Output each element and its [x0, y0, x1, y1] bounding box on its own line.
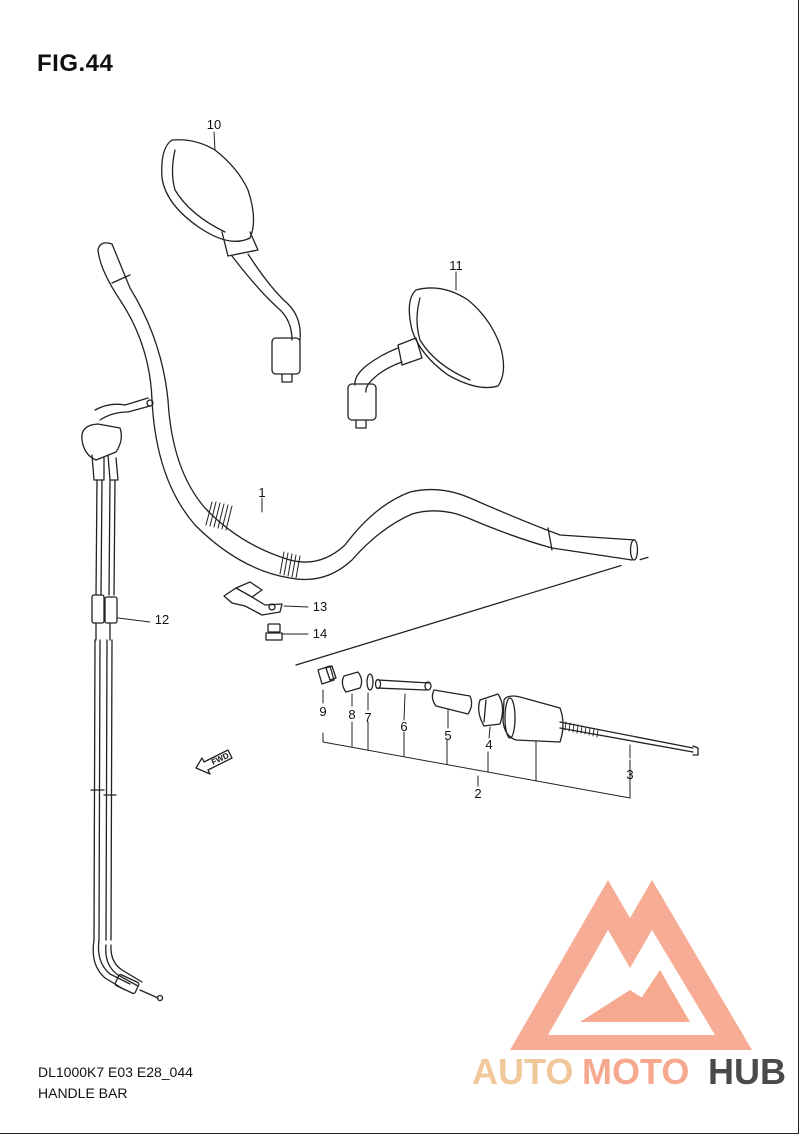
clamp — [223, 581, 283, 616]
watermark-moto: MOTO — [582, 1051, 689, 1092]
callout-numbers: 1 2 3 4 5 6 7 8 9 10 11 12 13 14 — [155, 117, 634, 801]
callout-4: 4 — [485, 737, 492, 752]
callout-7: 7 — [364, 710, 371, 725]
callout-10: 10 — [207, 117, 221, 132]
callout-6: 6 — [400, 719, 407, 734]
watermark-auto: AUTO — [472, 1051, 573, 1092]
throttle-cable — [81, 397, 164, 1002]
callout-14: 14 — [313, 626, 327, 641]
callout-2: 2 — [474, 786, 481, 801]
callout-3: 3 — [626, 767, 633, 782]
figure-title: FIG.44 — [37, 50, 114, 77]
callout-8: 8 — [348, 707, 355, 722]
watermark-hub: HUB — [708, 1051, 786, 1092]
watermark-logo — [510, 880, 752, 1050]
callout-12: 12 — [155, 612, 169, 627]
model-code: DL1000K7 E03 E28_044 — [38, 1064, 193, 1080]
bolt-14 — [265, 623, 283, 641]
bar-end-assembly — [295, 552, 699, 756]
figure-caption: HANDLE BAR — [38, 1085, 128, 1101]
callout-9: 9 — [319, 704, 326, 719]
leader-lines — [117, 131, 631, 799]
watermark-text: AUTO MOTO HUB — [472, 1051, 786, 1092]
callout-1: 1 — [258, 485, 265, 500]
callout-5: 5 — [444, 728, 451, 743]
handlebar — [97, 242, 639, 581]
mirror-left — [161, 139, 301, 383]
mirror-right — [347, 287, 505, 429]
callout-11: 11 — [449, 258, 463, 273]
fwd-arrow-icon — [195, 749, 233, 775]
callout-13: 13 — [313, 599, 327, 614]
